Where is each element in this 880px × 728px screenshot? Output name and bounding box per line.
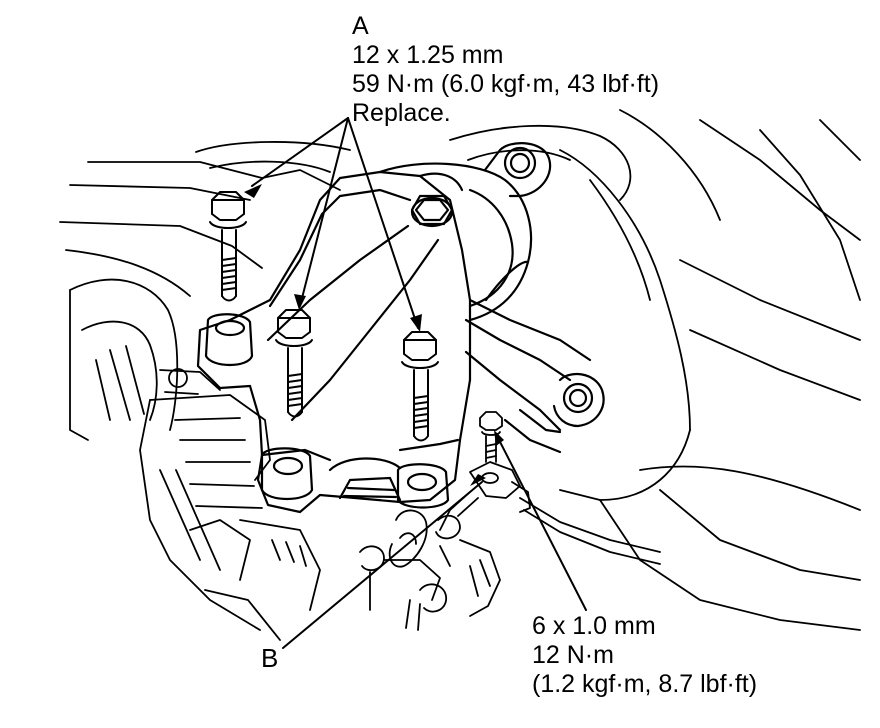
callout-a-note: Replace. (352, 99, 451, 127)
callout-small-bolt: 6 x 1.0 mm 12 N·m (1.2 kgf·m, 8.7 lbf·ft… (532, 612, 757, 699)
lower-harness (359, 509, 501, 631)
callout-b: B (261, 644, 278, 673)
bolt-a-right (401, 331, 439, 442)
callout-a-torque: 59 N·m (6.0 kgf·m, 43 lbf·ft) (352, 70, 660, 98)
bolt-a-left (209, 191, 247, 302)
callout-b-letter: B (261, 643, 279, 673)
through-bolt-head (410, 194, 454, 228)
callout-small-torque: 12 N·m (532, 641, 614, 669)
callout-a: A 12 x 1.25 mm 59 N·m (6.0 kgf·m, 43 lbf… (352, 12, 659, 128)
small-bolt (479, 411, 503, 463)
callout-a-letter: A (352, 12, 369, 40)
callout-small-torque-alt: (1.2 kgf·m, 8.7 lbf·ft) (532, 670, 758, 698)
callout-small-size: 6 x 1.0 mm (532, 612, 656, 640)
leader-lines (251, 117, 587, 649)
background-frame (59, 109, 861, 631)
mount-housing (378, 142, 605, 454)
transmission-case (139, 394, 321, 641)
ground-terminal (435, 461, 661, 565)
left-panel (65, 249, 221, 441)
callout-a-size: 12 x 1.25 mm (352, 41, 504, 69)
bolt-a-middle (275, 309, 313, 418)
arrowheads (244, 184, 504, 486)
